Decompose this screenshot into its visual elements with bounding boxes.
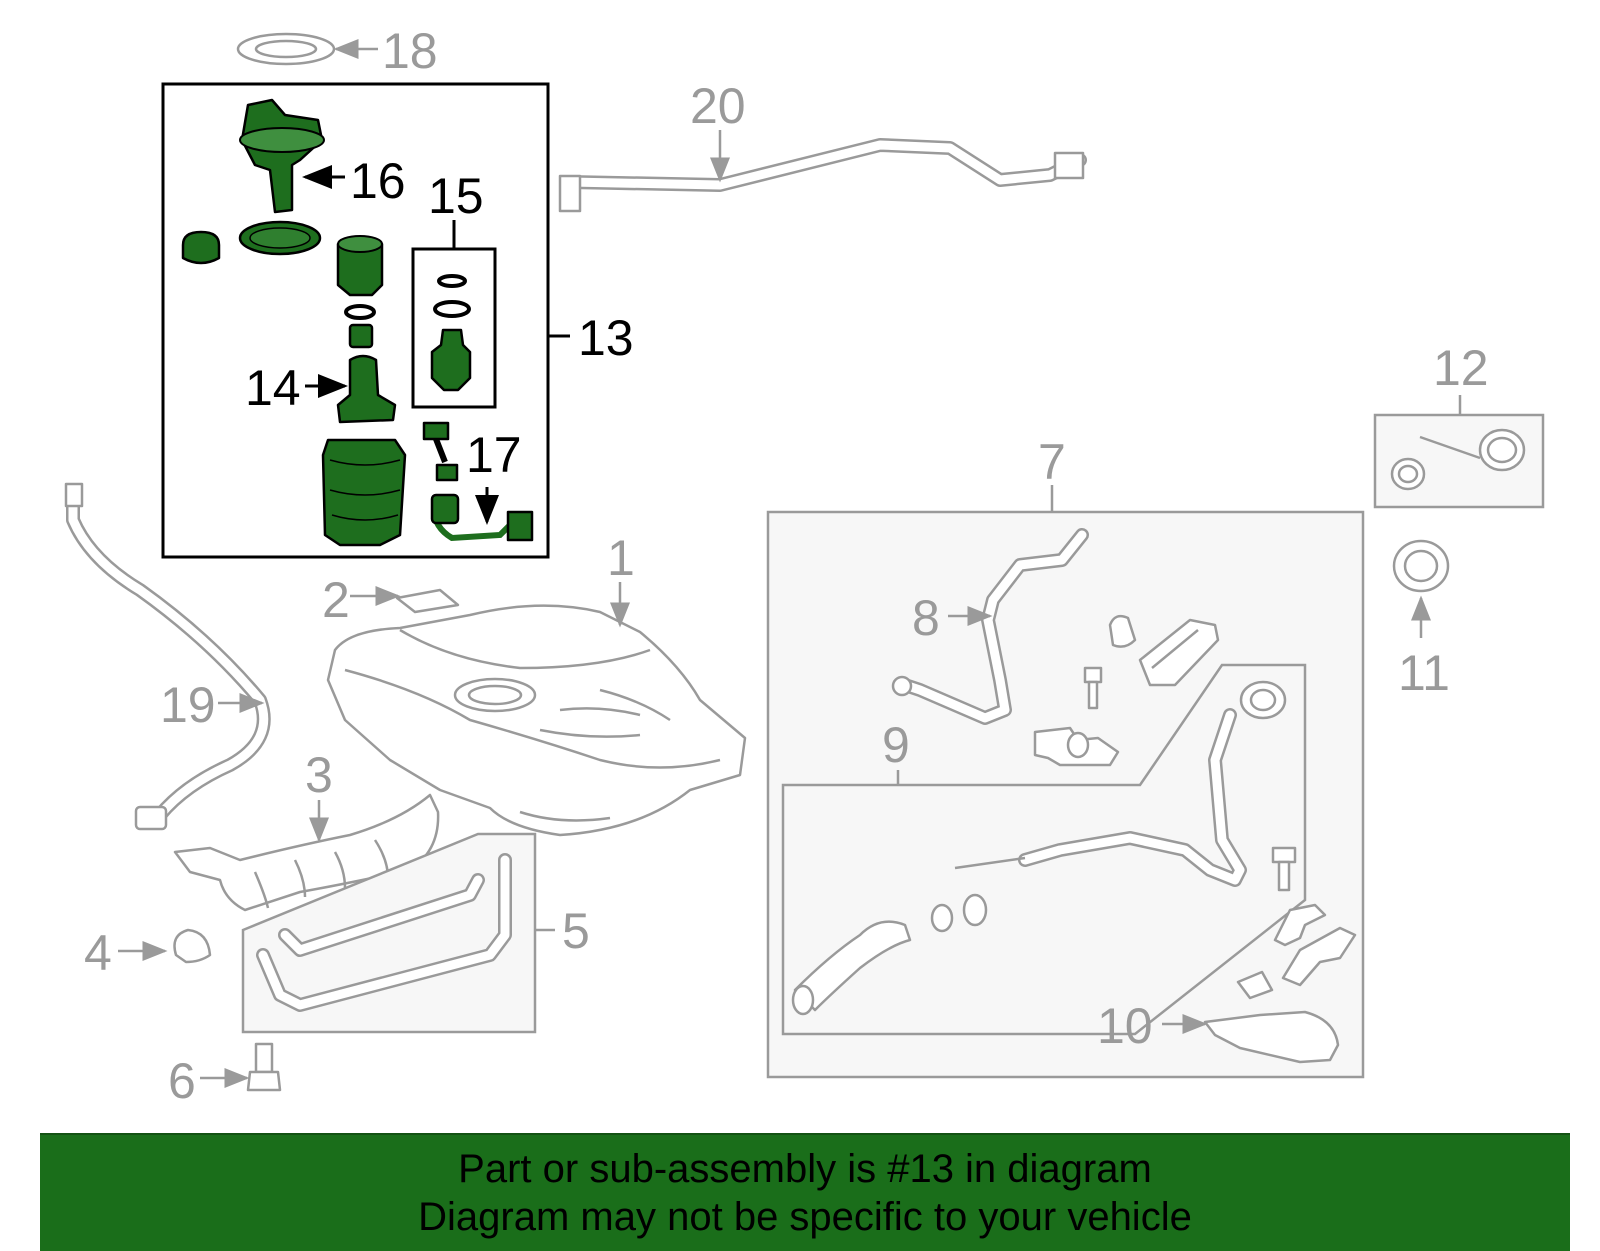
part-1-fuel-tank [326, 582, 747, 837]
part-5-tank-straps [241, 832, 555, 1034]
callout-11: 11 [1398, 645, 1450, 701]
callout-18: 18 [382, 23, 438, 79]
part-20-tube [558, 130, 1087, 213]
callout-8: 8 [912, 590, 940, 646]
callout-5: 5 [562, 903, 590, 959]
callout-9: 9 [882, 717, 910, 773]
part-18-gasket [236, 32, 378, 66]
part-11-gasket [1392, 539, 1450, 638]
part-10-bracket [1162, 1010, 1340, 1064]
callout-15: 15 [428, 168, 484, 224]
callout-10: 10 [1097, 998, 1153, 1054]
callout-3: 3 [305, 747, 333, 803]
part-6-bolt [200, 1042, 282, 1092]
banner-line-1: Part or sub-assembly is #13 in diagram [458, 1147, 1152, 1191]
callout-20: 20 [690, 78, 746, 134]
callout-14: 14 [245, 360, 301, 416]
part-9-filler-pipe [781, 663, 1307, 1036]
part-13-fuel-pump-assembly: 16 14 15 [161, 82, 570, 559]
callout-1: 1 [607, 530, 635, 586]
part-8-vent-tube [891, 528, 1089, 725]
part-7-filler-pipe-assembly: 8 9 [766, 485, 1365, 1079]
part-14-fuel-pump [305, 354, 397, 424]
part-12-fuel-cap [1373, 395, 1545, 509]
callout-4: 4 [84, 925, 112, 981]
callout-16: 16 [350, 153, 406, 209]
callout-13: 13 [578, 310, 634, 366]
callout-17: 17 [466, 427, 522, 483]
part-19-vent-tube [64, 482, 271, 831]
callout-6: 6 [168, 1053, 196, 1109]
part-2-pad [350, 586, 460, 614]
callout-19: 19 [160, 677, 216, 733]
part-15-regulator-kit [411, 220, 497, 409]
part-16-pump-flange [239, 98, 345, 214]
callout-7: 7 [1038, 434, 1066, 490]
disclaimer-banner: Part or sub-assembly is #13 in diagram D… [40, 1133, 1570, 1251]
part-3-heat-shield [173, 793, 440, 912]
callout-2: 2 [322, 572, 350, 628]
part-4-clip [118, 928, 212, 964]
callout-12: 12 [1433, 340, 1489, 396]
banner-line-2: Diagram may not be specific to your vehi… [418, 1195, 1192, 1239]
part-17-wiring-harness [422, 421, 534, 542]
